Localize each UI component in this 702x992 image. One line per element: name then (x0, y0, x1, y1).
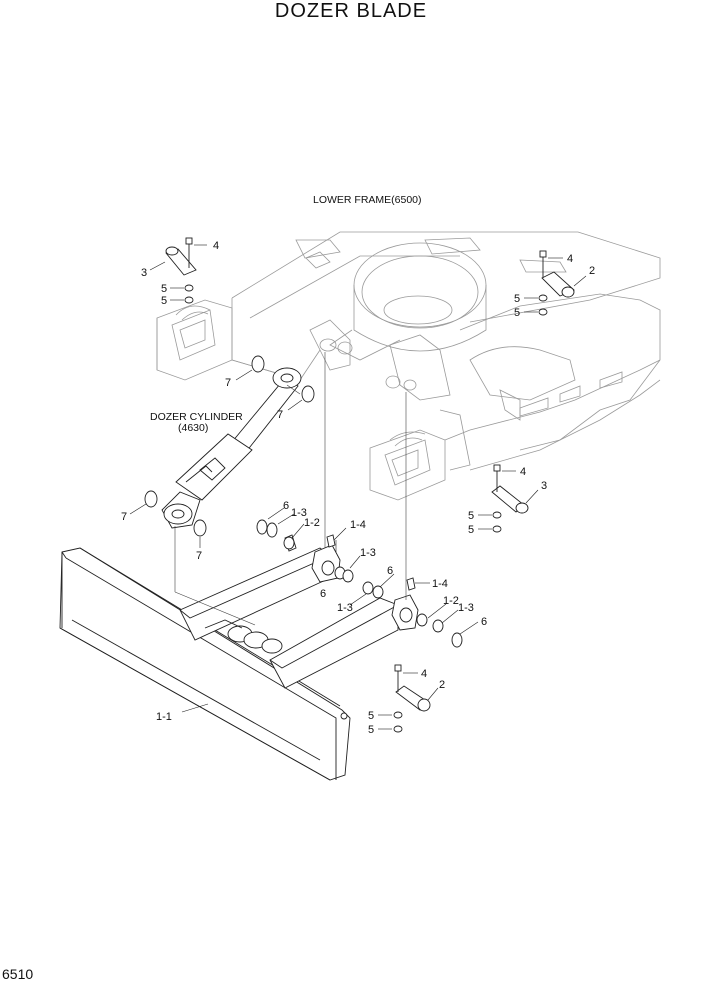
dozer-cylinder-drawing (161, 367, 302, 529)
hardware-parts (144, 237, 575, 733)
callout-label: 5 (468, 510, 474, 522)
callout-label: 5 (368, 724, 374, 736)
callout-label: 6 (283, 500, 289, 512)
callout-label: 6 (387, 565, 393, 577)
callout-label: 1-4 (432, 578, 448, 590)
dozer-cylinder-label: DOZER CYLINDER (150, 411, 243, 423)
callout-label: 7 (225, 377, 231, 389)
callout-label: 6 (320, 588, 326, 600)
callout-label: 5 (468, 524, 474, 536)
callout-label: 5 (161, 295, 167, 307)
callout-label: 4 (520, 466, 526, 478)
callout-label: 5 (514, 307, 520, 319)
callout-label: 1-1 (156, 711, 172, 723)
callout-label: 2 (439, 679, 445, 691)
dozer-blade-assembly (59, 544, 419, 781)
callout-label: 1-4 (350, 519, 366, 531)
callout-label: 1-3 (458, 602, 474, 614)
callout-label: 2 (589, 265, 595, 277)
callout-label: 5 (368, 710, 374, 722)
callout-label: 1-2 (304, 517, 320, 529)
callout-label: 1-3 (291, 507, 307, 519)
callout-label: 1-3 (360, 547, 376, 559)
callout-label: 4 (567, 253, 573, 265)
callout-label: 1-2 (443, 595, 459, 607)
callout-label: 7 (121, 511, 127, 523)
page-title: DOZER BLADE (274, 0, 428, 22)
callout-label: 6 (481, 616, 487, 628)
callout-label: 5 (161, 283, 167, 295)
callout-label: 3 (541, 480, 547, 492)
callout-label: 7 (196, 550, 202, 562)
callout-label: 1-3 (337, 602, 353, 614)
leader-lines (129, 244, 587, 730)
lower-frame-drawing (156, 231, 661, 501)
page-number: 6510 (2, 966, 34, 982)
callout-label: 5 (514, 293, 520, 305)
dozer-cylinder-code: (4630) (178, 422, 208, 434)
callout-label: 7 (277, 409, 283, 421)
callout-label: 4 (213, 240, 219, 252)
callout-label: 4 (421, 668, 427, 680)
callout-label: 3 (141, 267, 147, 279)
diagram-labels: LOWER FRAME(6500) DOZER CYLINDER (4630) … (121, 194, 595, 736)
lower-frame-label: LOWER FRAME(6500) (313, 194, 422, 206)
